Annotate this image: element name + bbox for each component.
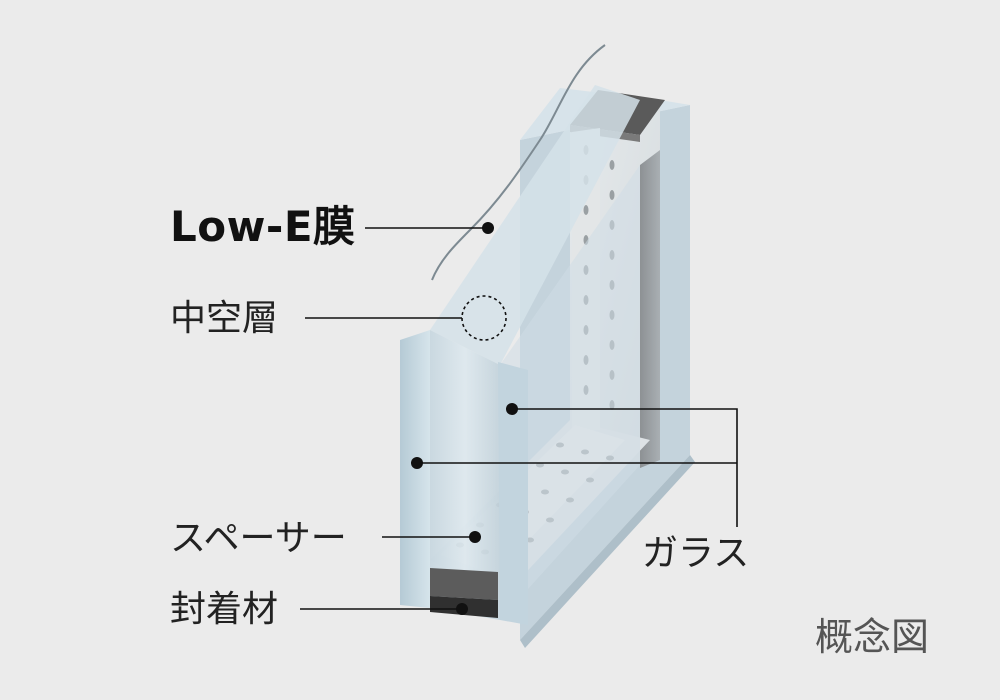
label-air-layer: 中空層 (170, 298, 279, 339)
dot-glass-front (411, 457, 423, 469)
front-glass-thickness (498, 362, 528, 625)
low-e-film-curve (431, 44, 606, 281)
label-sealant: 封着材 (170, 589, 279, 630)
dot-low-e (482, 222, 494, 234)
leader-dots (411, 222, 518, 615)
leader-glass-back (512, 408, 738, 527)
front-glass-face (430, 330, 500, 620)
dot-sealant (456, 603, 468, 615)
cavity-side-wall (640, 150, 660, 468)
label-low-e: Low-E膜 (170, 202, 356, 251)
dot-spacer (469, 531, 481, 543)
spacer-block (430, 568, 498, 600)
dot-glass-back (506, 403, 518, 415)
front-glass-inner-face (500, 165, 640, 620)
front-glass-top-edge (430, 85, 640, 365)
front-glass-pane (400, 85, 640, 625)
label-spacer: スペーサー (170, 518, 347, 559)
back-glass-bottom-edge (520, 455, 695, 648)
leader-lines (300, 227, 738, 610)
label-glass: ガラス (642, 533, 750, 574)
caption: 概念図 (815, 615, 930, 659)
front-glass-left-edge (400, 330, 430, 608)
